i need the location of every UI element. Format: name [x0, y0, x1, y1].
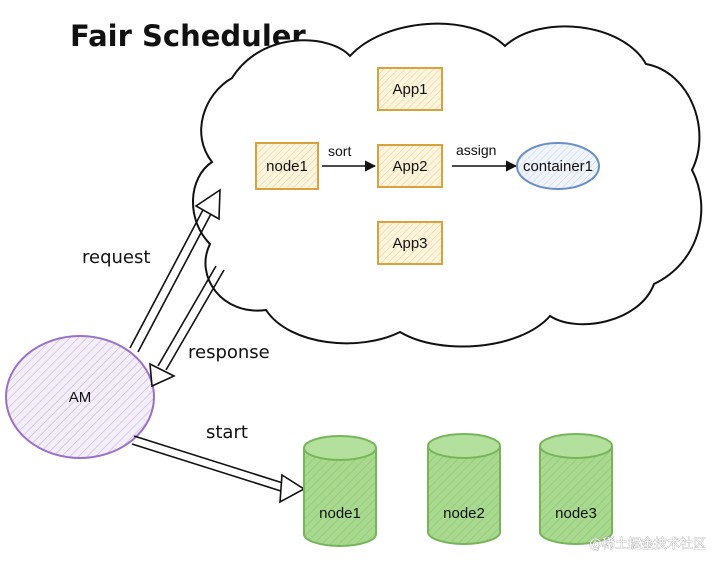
start-arrow: [131, 435, 306, 504]
response-arrow: [149, 265, 225, 388]
app1-label: App1: [392, 81, 427, 98]
app3-label: App3: [392, 235, 427, 252]
start-label: start: [206, 422, 248, 443]
scheduler-cloud: [192, 22, 703, 348]
scheduler-node1-label: node1: [266, 158, 308, 175]
node2-cylinder: node2: [427, 433, 501, 545]
assign-label: assign: [456, 142, 496, 158]
app3-box: App3: [377, 221, 443, 265]
container1-label: container1: [523, 158, 593, 175]
am-ellipse: AM: [5, 335, 155, 459]
request-arrow: [129, 188, 221, 353]
response-label: response: [188, 342, 270, 363]
node1-cylinder: node1: [303, 435, 377, 547]
app1-box: App1: [377, 67, 443, 111]
app2-box: App2: [377, 144, 443, 188]
node3-label: node3: [555, 505, 597, 522]
container1-ellipse: container1: [516, 142, 600, 190]
sort-label: sort: [328, 143, 351, 159]
node1-label: node1: [319, 505, 361, 522]
watermark: @稀土掘金技术社区: [589, 536, 706, 552]
node3-cylinder: node3: [539, 433, 613, 545]
scheduler-node1-box: node1: [255, 142, 319, 190]
request-label: request: [82, 247, 150, 268]
app2-label: App2: [392, 158, 427, 175]
am-label: AM: [69, 389, 92, 406]
node2-label: node2: [443, 505, 485, 522]
